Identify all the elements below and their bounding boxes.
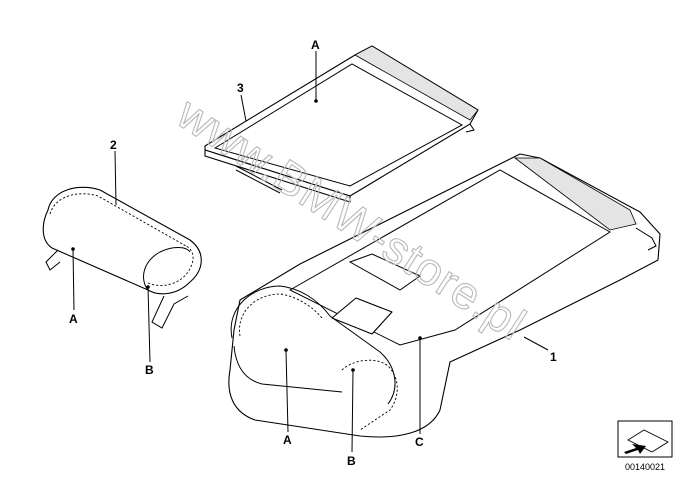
callout-left-a: A (69, 312, 78, 326)
callout-1: 1 (550, 350, 557, 364)
callout-bottom-c: C (415, 435, 424, 449)
leader-lines (72, 51, 549, 453)
arrow-box-icon[interactable] (617, 420, 673, 458)
part-2-cushion (42, 186, 202, 329)
diagram-code: 00140021 (625, 462, 665, 472)
part-3-tray (204, 45, 479, 203)
part-1-armrest (228, 153, 661, 438)
callout-3-top-a: A (311, 38, 320, 52)
callout-bottom-a: A (283, 433, 292, 447)
callout-bottom-b: B (347, 454, 356, 468)
callout-left-b: B (145, 363, 154, 377)
callout-2: 2 (110, 138, 117, 152)
callout-3: 3 (237, 81, 244, 95)
